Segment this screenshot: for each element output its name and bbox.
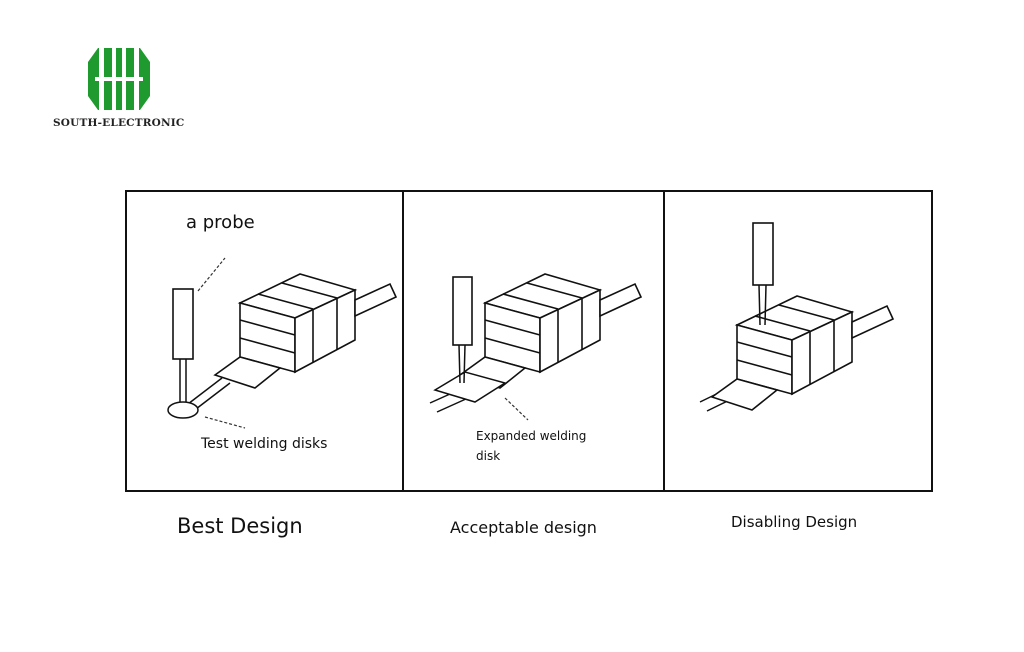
probe [452,276,473,346]
probe [752,222,774,286]
label-expanded-welding: Expanded welding [476,429,587,443]
probe [172,288,194,360]
caption-disabling-design: Disabling Design [731,513,858,531]
expanded-disk [433,371,507,403]
label-disk: disk [476,449,501,463]
diagram-frame [125,190,933,492]
brand-name: SOUTH-ELECTRONIC [53,117,185,129]
component-best [167,257,397,429]
caption-acceptable-design: Acceptable design [450,518,597,537]
test-disk [167,401,199,419]
label-test-welding-disks: Test welding disks [201,436,328,452]
label-probe: a probe [186,212,255,233]
logo-mark [88,48,150,110]
component-acceptable [429,273,642,421]
caption-best-design: Best Design [177,514,303,538]
component-disabling [699,222,894,412]
